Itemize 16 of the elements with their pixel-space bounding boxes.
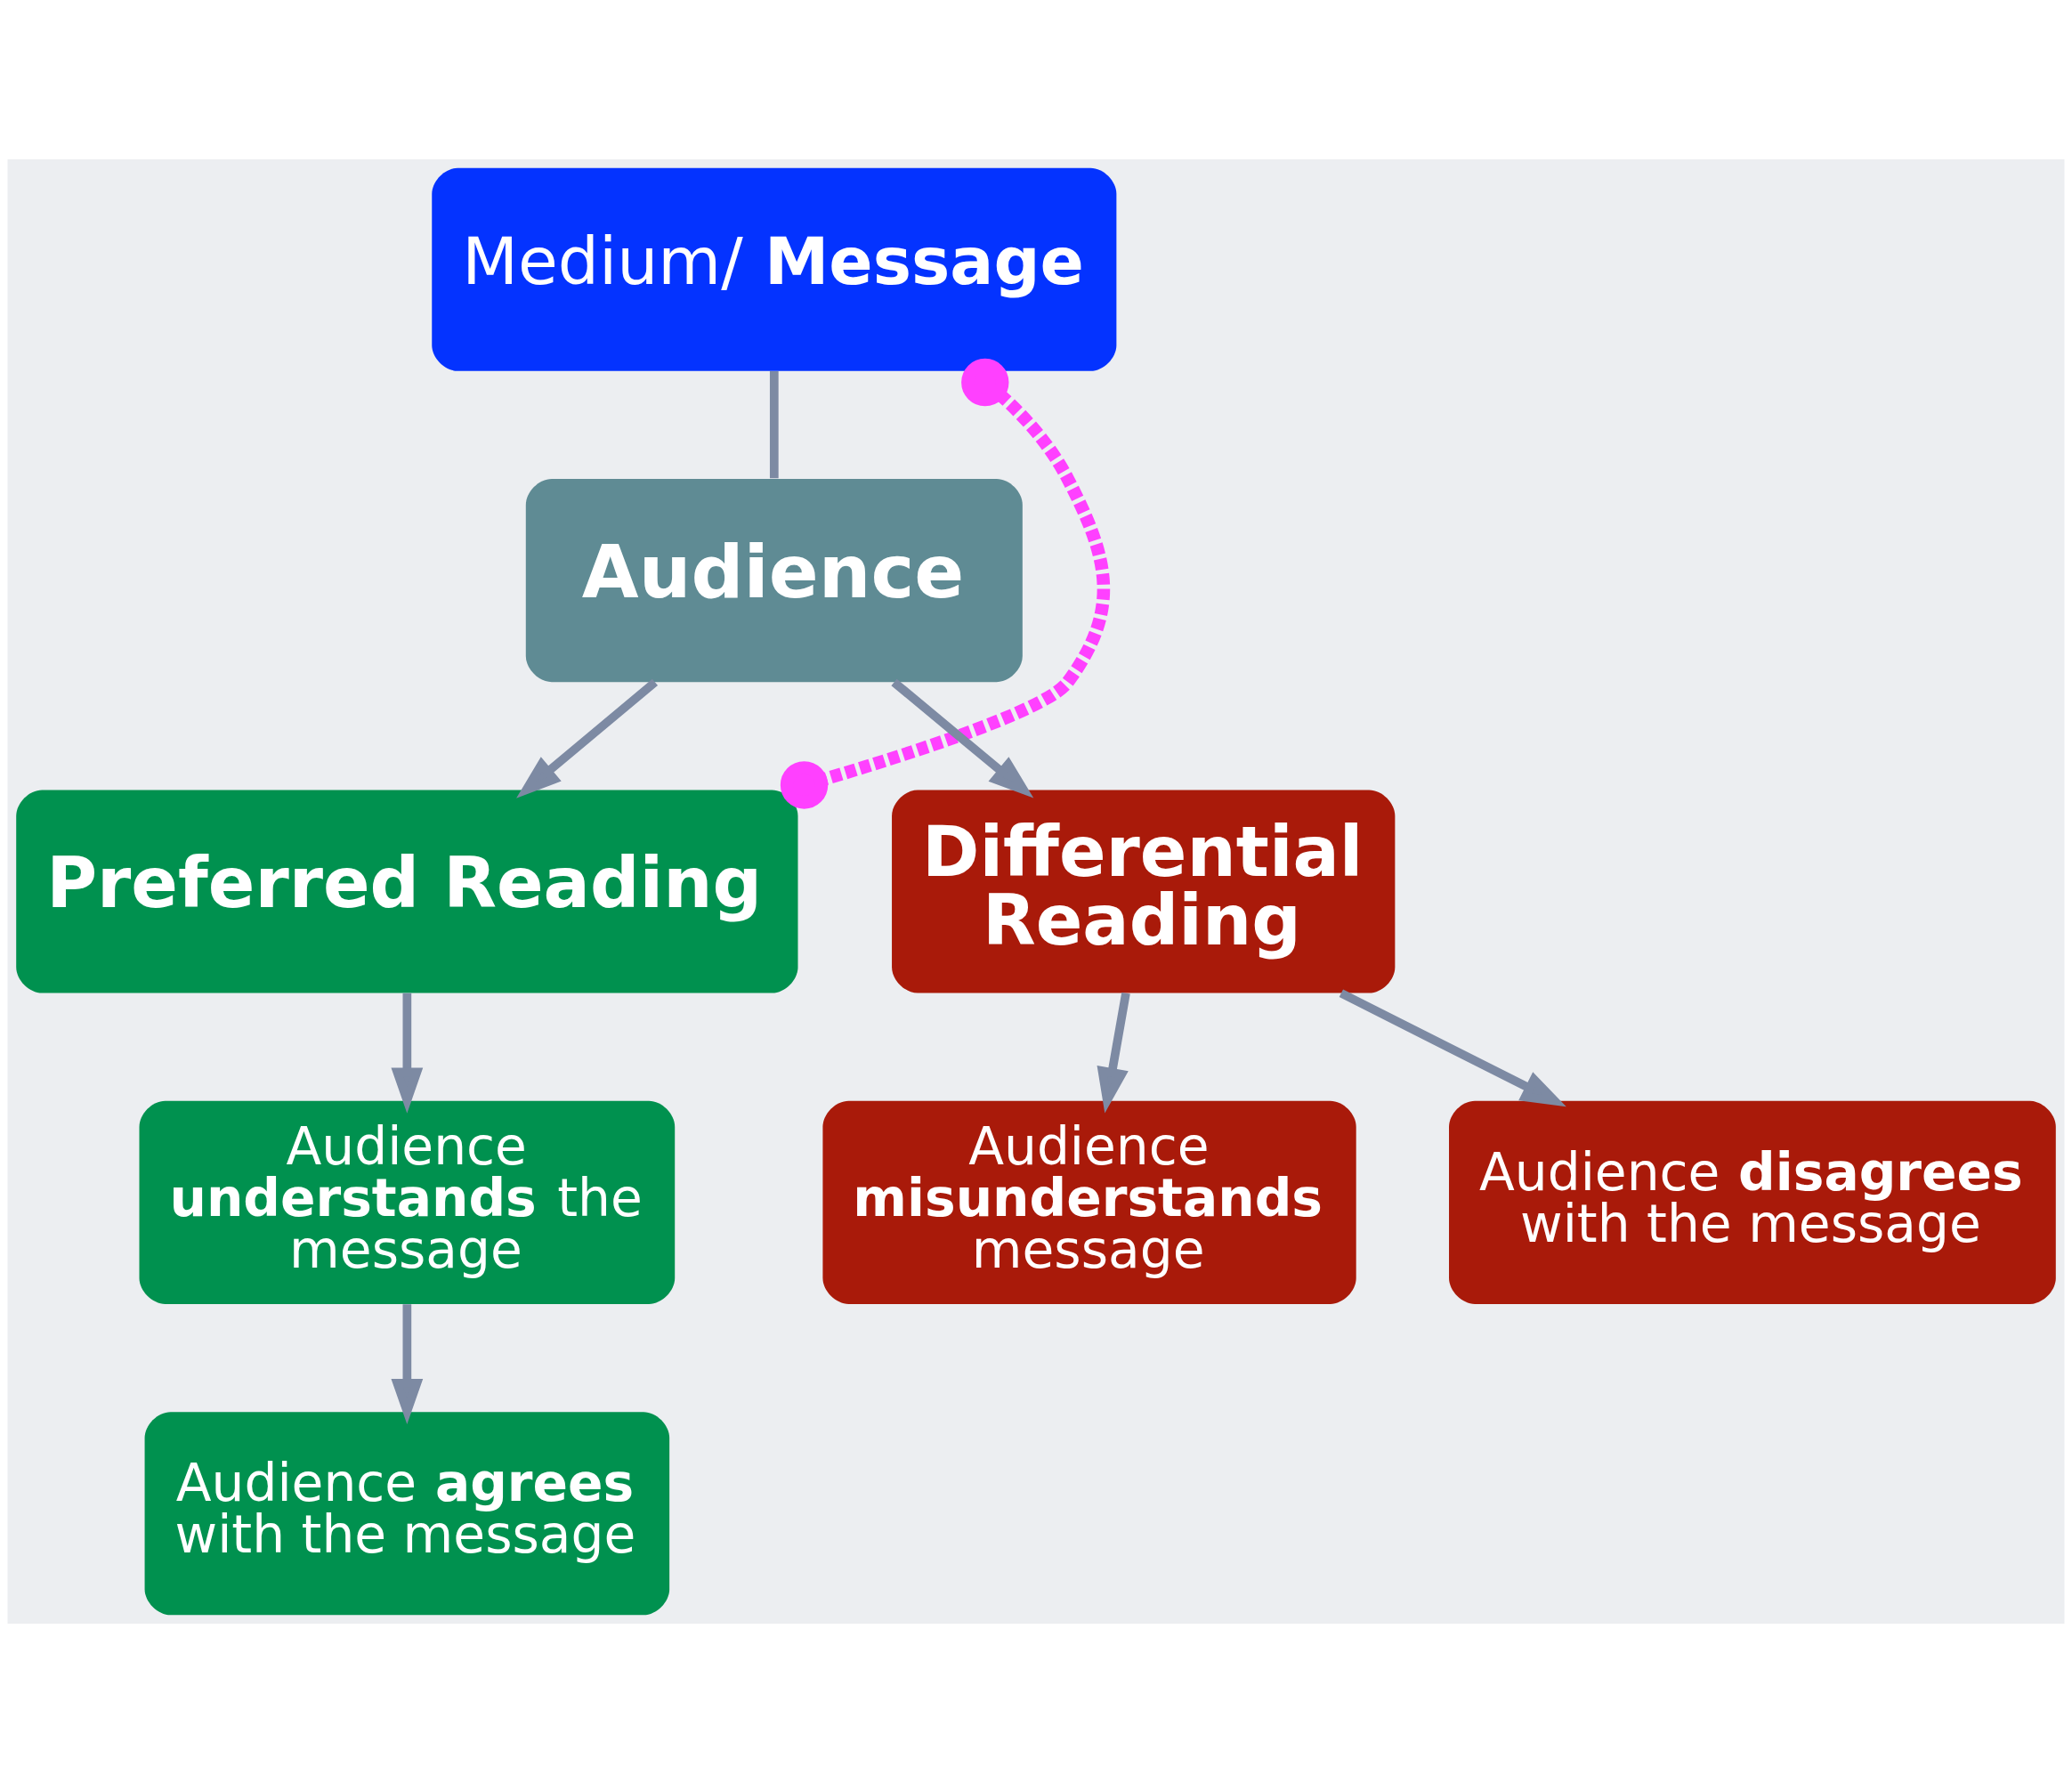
arrow bbox=[391, 993, 424, 1114]
arrow bbox=[1339, 989, 1566, 1107]
arrow bbox=[391, 1304, 424, 1425]
node-box: Preferred Reading bbox=[16, 790, 798, 993]
node-box: Audience agrees with the message bbox=[144, 1412, 670, 1616]
connector bbox=[769, 371, 779, 479]
arrow bbox=[1097, 992, 1130, 1114]
node-box: Audience understands the message bbox=[139, 1100, 676, 1304]
arrow bbox=[891, 678, 1034, 798]
node-box: Audience misunderstands message bbox=[822, 1100, 1356, 1304]
node-box: Medium/ Message bbox=[432, 167, 1117, 371]
node-box: Audience bbox=[525, 479, 1023, 683]
connector bbox=[780, 358, 1110, 809]
arrow bbox=[516, 678, 658, 798]
node-box: Differential Reading bbox=[892, 790, 1396, 993]
node-box: Audience disagrees with the message bbox=[1449, 1100, 2056, 1304]
